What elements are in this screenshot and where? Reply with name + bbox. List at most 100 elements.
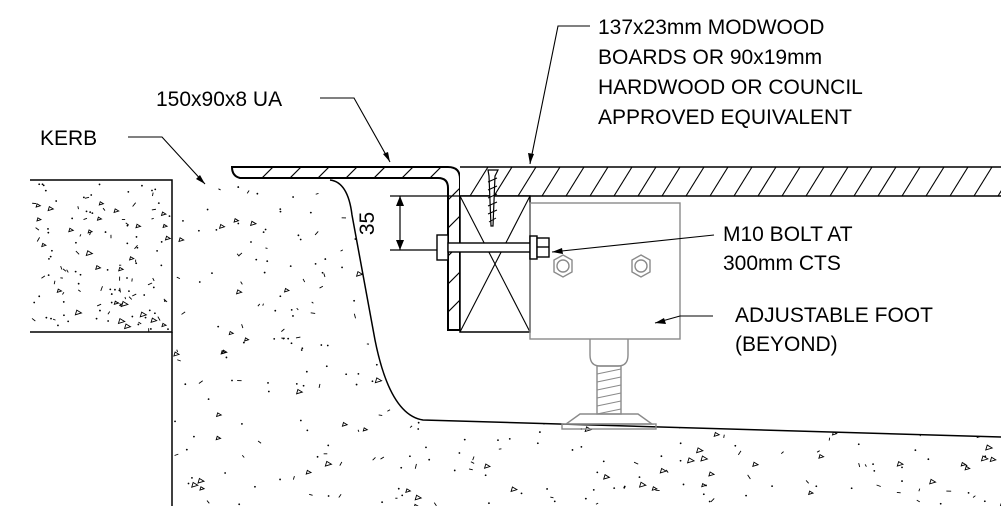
concrete-speck [225,356,228,359]
concrete-speck [235,289,243,295]
concrete-speck [402,238,405,240]
concrete-speck [623,485,626,488]
concrete-speck [490,361,493,365]
concrete-speck [914,449,917,452]
m10-bolt [436,234,550,261]
concrete-speck [872,463,874,466]
concrete-speck [824,296,827,299]
concrete-speck [149,328,152,330]
concrete-speck [246,190,250,194]
concrete-speck [31,318,36,322]
concrete-speck [655,318,657,321]
concrete-speck [428,200,431,203]
concrete-speck [128,256,135,261]
concrete-speck [545,206,548,209]
bolt-label-line: 300mm CTS [723,252,841,275]
deck-hatch-line [589,167,609,196]
concrete-speck [665,469,669,473]
concrete-speck [237,186,240,188]
concrete-speck [759,367,764,370]
concrete-speck [497,439,499,442]
concrete-speck [710,498,715,503]
concrete-speck [400,466,403,469]
concrete-speck [736,327,741,331]
concrete-speck [723,434,725,438]
concrete-speck [215,228,218,231]
concrete-speck [262,303,264,306]
concrete-speck [126,277,128,279]
concrete-speck [744,380,752,386]
concrete-speck [95,264,102,270]
concrete-speck [982,211,985,214]
concrete-speck [249,220,258,227]
concrete-speck [919,332,923,335]
concrete-speck [638,476,641,479]
concrete-speck [929,478,937,485]
concrete-speck [410,198,413,201]
concrete-speck [297,234,300,237]
concrete-speck [723,416,731,422]
concrete-speck [42,184,45,187]
deck-hatch-line [805,167,825,196]
concrete-speck [119,287,121,293]
concrete-speck [279,208,282,211]
concrete-speck [174,453,179,456]
concrete-speck [762,203,765,205]
concrete-speck [633,461,639,465]
concrete-speck [240,281,243,285]
concrete-speck [49,255,52,258]
concrete-speck [517,379,520,382]
concrete-speck [708,238,716,244]
concrete-speck [353,299,356,302]
concrete-speck [660,366,666,370]
concrete-speck [488,502,490,505]
concrete-speck [955,371,964,378]
concrete-speck [690,332,698,339]
concrete-speck [107,320,110,322]
concrete-speck [63,314,65,317]
concrete-speck [553,280,557,285]
concrete-speck [301,347,304,350]
deck-hatch-line [757,167,777,196]
concrete-speck [66,269,69,273]
concrete-speck [135,223,142,229]
concrete-speck [508,437,511,440]
concrete-speck [746,371,749,374]
concrete-speck [483,360,486,362]
concrete-speck [290,308,293,311]
concrete-speck [730,210,738,216]
concrete-speck [752,421,760,428]
concrete-speck [917,224,920,229]
concrete-speck [864,411,866,413]
deck-hatch-line [613,167,633,196]
concrete-speck [228,330,235,336]
concrete-speck [867,297,874,302]
concrete-speck [852,205,855,208]
concrete-speck [152,277,155,282]
concrete-speck [679,442,682,445]
concrete-speck [911,211,915,216]
concrete-speck [867,398,874,403]
concrete-speck [810,368,819,375]
concrete-speck [41,275,46,279]
concrete-speck [837,407,840,410]
concrete-speck [279,478,281,481]
concrete-speck [642,253,645,256]
concrete-speck [520,492,523,495]
concrete-speck [100,286,103,292]
concrete-speck [267,382,269,384]
concrete-speck [241,423,243,425]
concrete-speck [135,236,138,238]
concrete-speck [807,490,815,496]
concrete-speck [68,227,75,233]
concrete-speck [341,266,343,269]
concrete-speck [274,309,277,312]
concrete-speck [397,392,400,394]
concrete-speck [941,231,944,234]
concrete-speck [128,290,130,293]
deck-hatch-line [877,167,897,196]
concrete-speck [875,376,878,379]
concrete-speck [51,249,53,252]
concrete-speck [292,476,295,480]
